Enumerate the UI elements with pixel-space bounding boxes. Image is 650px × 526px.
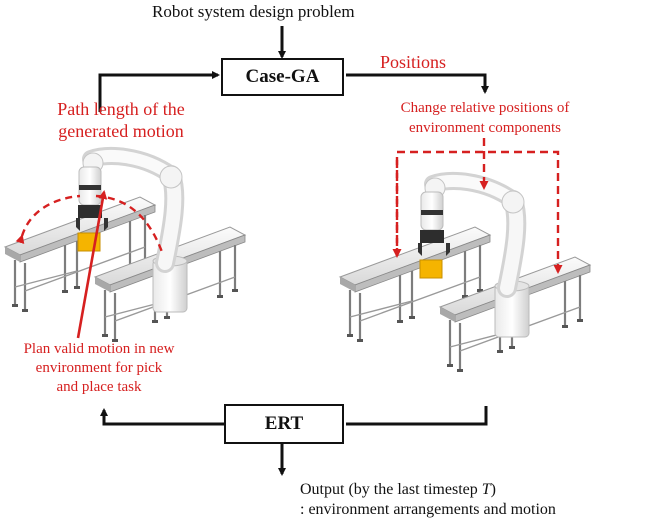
ert-label: ERT (264, 413, 304, 434)
ert-box[interactable]: ERT (224, 404, 344, 444)
output-label: Output (by the last timestep T) : enviro… (300, 481, 556, 518)
positions-label: Positions (380, 52, 447, 72)
case-ga-label: Case-GA (245, 66, 320, 87)
left-scene (3, 153, 247, 344)
conveyor-belt-icon (338, 225, 492, 344)
yellow-box-icon (419, 259, 443, 279)
change-positions-label: Change relative positions of environment… (400, 100, 570, 136)
motion-path-arrow (15, 194, 81, 245)
path-length-label: Path length of the generated motion (57, 99, 185, 141)
plan-motion-label: Plan valid motion in new environment for… (23, 341, 175, 395)
case-ga-box[interactable]: Case-GA (221, 58, 344, 96)
plan-motion-arrow (76, 190, 108, 339)
flow-arrows (98, 26, 489, 476)
right-scene (338, 138, 592, 374)
page-title: Robot system design problem (152, 2, 355, 21)
